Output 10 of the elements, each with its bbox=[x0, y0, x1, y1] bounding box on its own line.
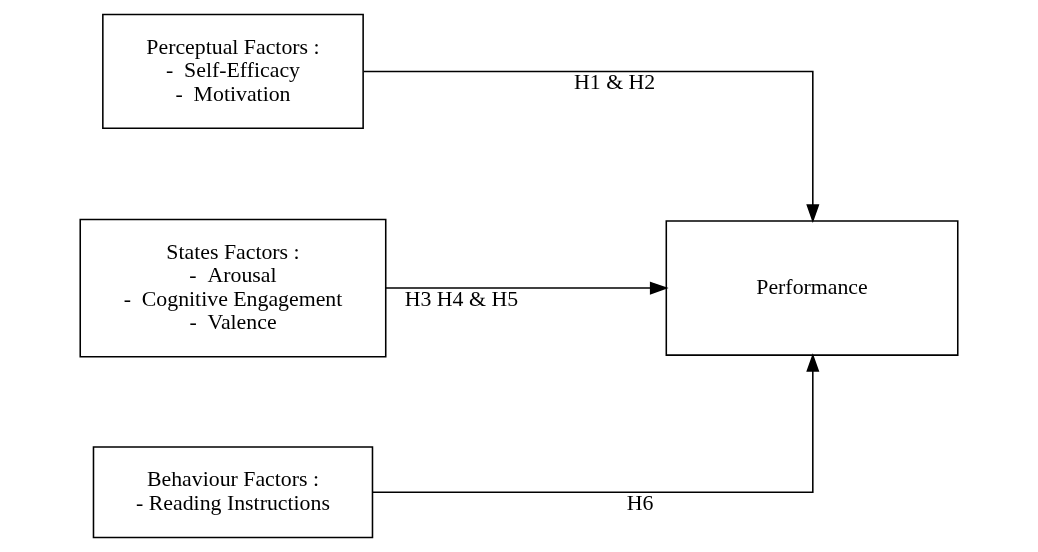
edge-label: H1 & H2 bbox=[574, 69, 656, 94]
node-box: States Factors : - Arousal - Cognitive Engagement - Valence bbox=[79, 218, 387, 358]
edge-label: H6 bbox=[626, 490, 654, 515]
node-box: Perceptual Factors : - Self-Efficacy - Motivation bbox=[102, 13, 364, 130]
arrow bbox=[371, 353, 820, 494]
arrow bbox=[363, 70, 820, 224]
arrow bbox=[385, 281, 669, 295]
edge-label: H3 H4 & H5 bbox=[404, 286, 519, 311]
node-box: Behaviour Factors : - Reading Instructions bbox=[92, 446, 374, 539]
node-box: Performance bbox=[665, 220, 959, 356]
